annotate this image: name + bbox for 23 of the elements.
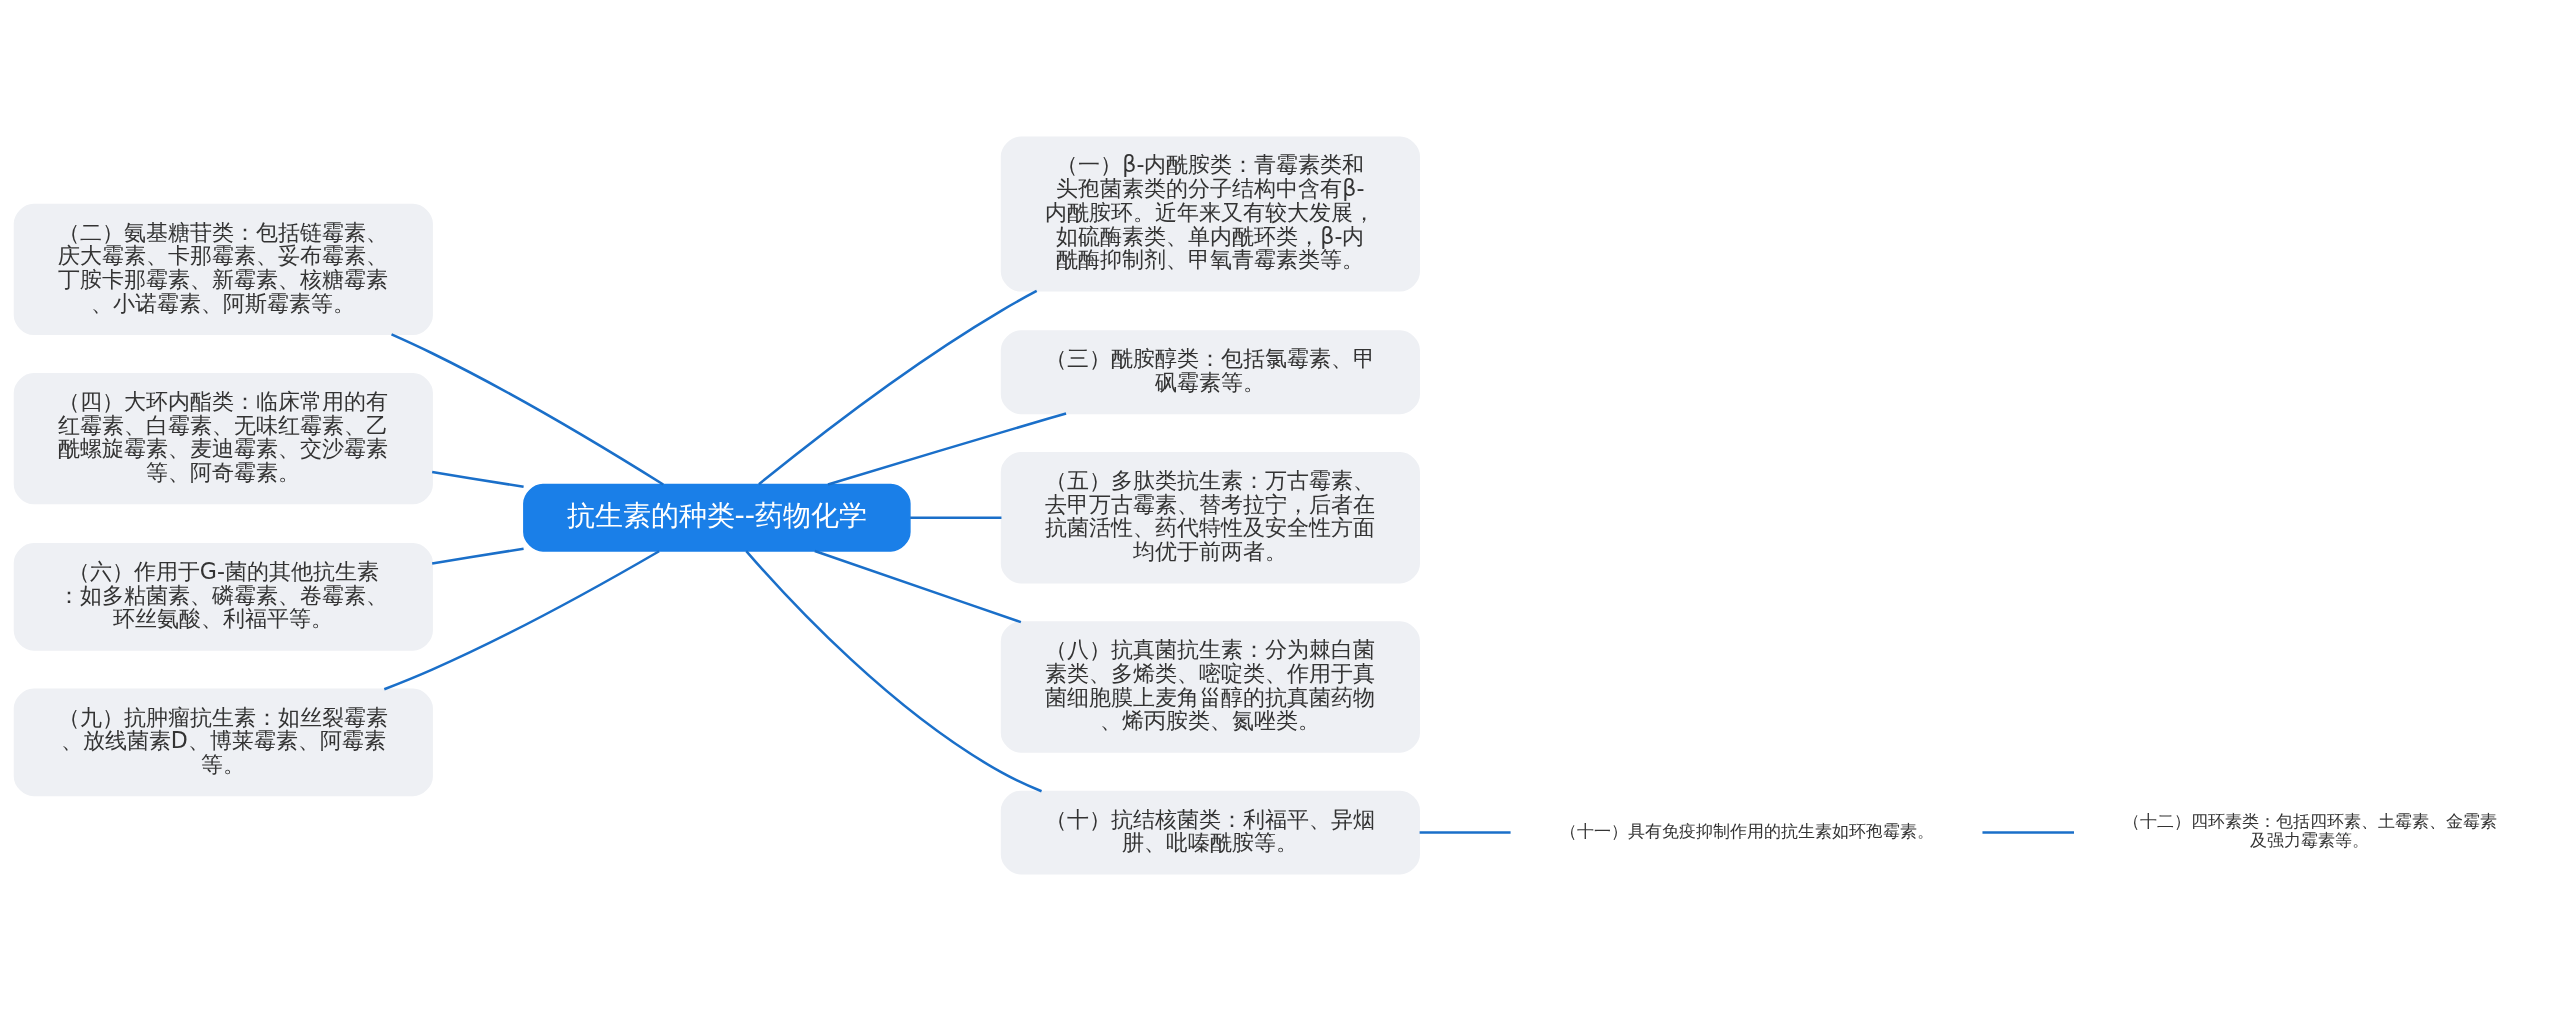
node-box: （一）β-内酰胺类：青霉素类和头孢菌素类的分子结构中含有β-内酰胺环。近年来又有较大发展，如硫酶素类、单内酰环类，β-内酰酶抑制剂、甲氧青霉素类等。 xyxy=(1000,136,1420,292)
connector xyxy=(910,516,1002,520)
connector xyxy=(745,550,1042,793)
connector xyxy=(431,470,524,489)
connector xyxy=(758,289,1038,486)
connector xyxy=(431,547,524,565)
connector xyxy=(1982,831,2074,834)
node-box: （八）抗真菌抗生素：分为棘白菌素类、多烯类、嘧啶类、作用于真菌细胞膜上麦角甾醇的抗真菌药物、烯丙胺类、氮唑类。 xyxy=(1000,621,1420,753)
node-box: （五）多肽类抗生素：万古霉素、去甲万古霉素、替考拉宁，后者在抗菌活性、药代特性及安全性方面均优于前两者。 xyxy=(1000,452,1420,584)
node-box: （十）抗结核菌类：利福平、异烟肼、吡嗪酰胺等。 xyxy=(1000,790,1420,875)
node-box: （九）抗肿瘤抗生素：如丝裂霉素、放线菌素D、博莱霉素、阿霉素等。 xyxy=(13,688,433,797)
connector xyxy=(391,333,664,486)
node-box: 抗生素的种类--药物化学 xyxy=(523,483,911,552)
node-text: （十二）四环素类：包括四环素、土霉素、金霉素及强力霉素等。 xyxy=(2122,811,2497,851)
connector xyxy=(383,550,660,691)
connector xyxy=(814,549,1022,624)
node-box: （四）大环内酯类：临床常用的有红霉素、白霉素、无味红霉素、乙酰螺旋霉素、麦迪霉素、交沙霉素等、阿奇霉素。 xyxy=(13,373,433,505)
node-box: （二）氨基糖苷类：包括链霉素、庆大霉素、卡那霉素、妥布霉素、丁胺卡那霉素、新霉素、核糖霉素、小诺霉素、阿斯霉素等。 xyxy=(13,203,433,336)
node-box: （六）作用于G-菌的其他抗生素：如多粘菌素、磷霉素、卷霉素、环丝氨酸、利福平等。 xyxy=(13,543,433,651)
connector xyxy=(827,412,1067,486)
node-text: （十一）具有免疫抑制作用的抗生素如环孢霉素。 xyxy=(1559,820,1934,841)
node-box: （三）酰胺醇类：包括氯霉素、甲砜霉素等。 xyxy=(1000,330,1420,415)
connector xyxy=(1419,831,1511,834)
